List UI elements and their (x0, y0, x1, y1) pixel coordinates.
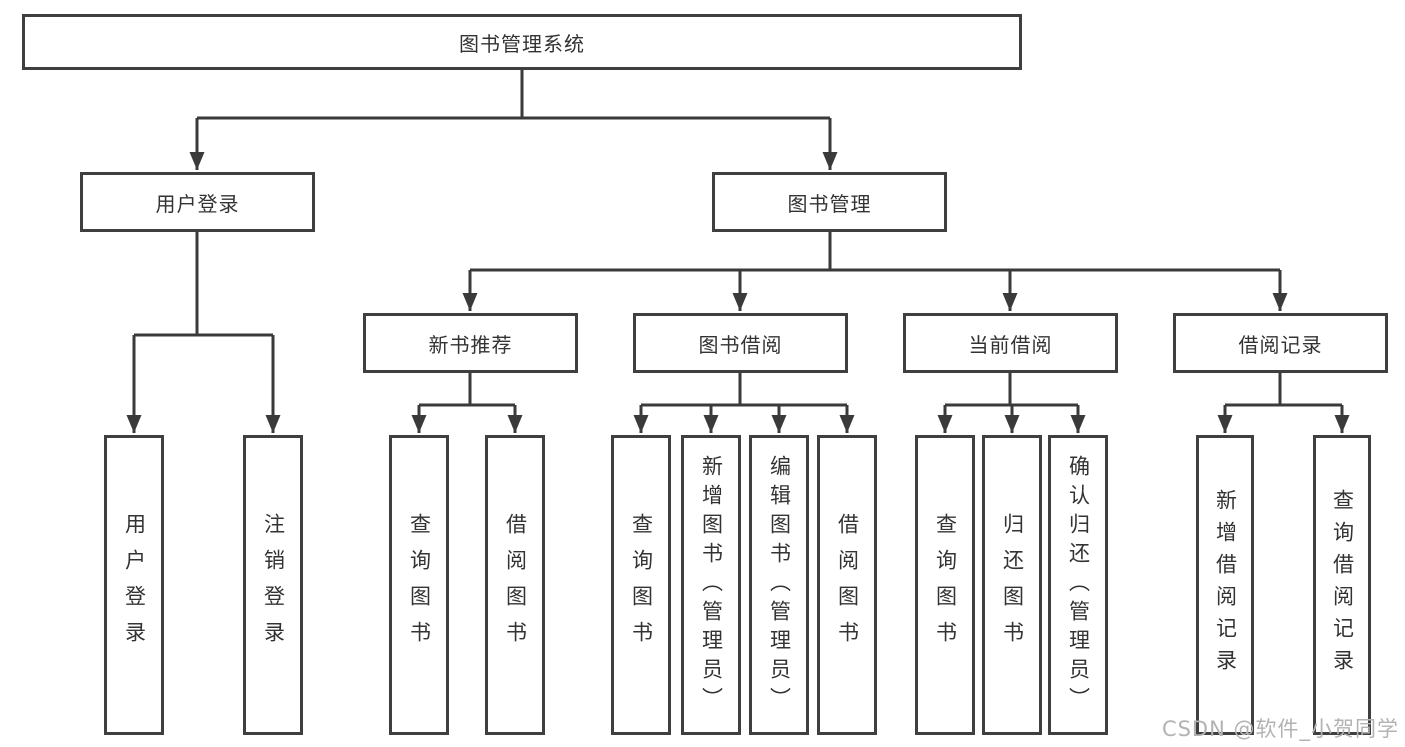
leaf-edit-book-admin: 编辑图书（管理员） (749, 435, 809, 735)
leaf-return-books: 归还图书 (982, 435, 1042, 735)
leaf-query-books-2: 查询图书 (611, 435, 671, 735)
leaf-query-books-3: 查询图书 (915, 435, 975, 735)
node-current-borrow: 当前借阅 (903, 313, 1118, 373)
csdn-watermark: CSDN @软件_小贺同学 (1161, 717, 1399, 741)
leaf-borrow-books-2: 借阅图书 (817, 435, 877, 735)
node-user-login: 用户登录 (80, 172, 315, 232)
leaf-confirm-return-admin: 确认归还（管理员） (1048, 435, 1108, 735)
leaf-query-borrow-record: 查询借阅记录 (1313, 435, 1371, 735)
leaf-logout: 注销登录 (243, 435, 303, 735)
node-new-book-recommend: 新书推荐 (363, 313, 578, 373)
node-book-management: 图书管理 (712, 172, 947, 232)
leaf-query-books: 查询图书 (389, 435, 449, 735)
node-root-system: 图书管理系统 (22, 14, 1022, 70)
leaf-borrow-books: 借阅图书 (485, 435, 545, 735)
leaf-add-borrow-record: 新增借阅记录 (1196, 435, 1254, 735)
node-book-borrow: 图书借阅 (633, 313, 848, 373)
leaf-add-book-admin: 新增图书（管理员） (681, 435, 741, 735)
leaf-user-login: 用户登录 (104, 435, 164, 735)
node-borrow-record: 借阅记录 (1173, 313, 1388, 373)
